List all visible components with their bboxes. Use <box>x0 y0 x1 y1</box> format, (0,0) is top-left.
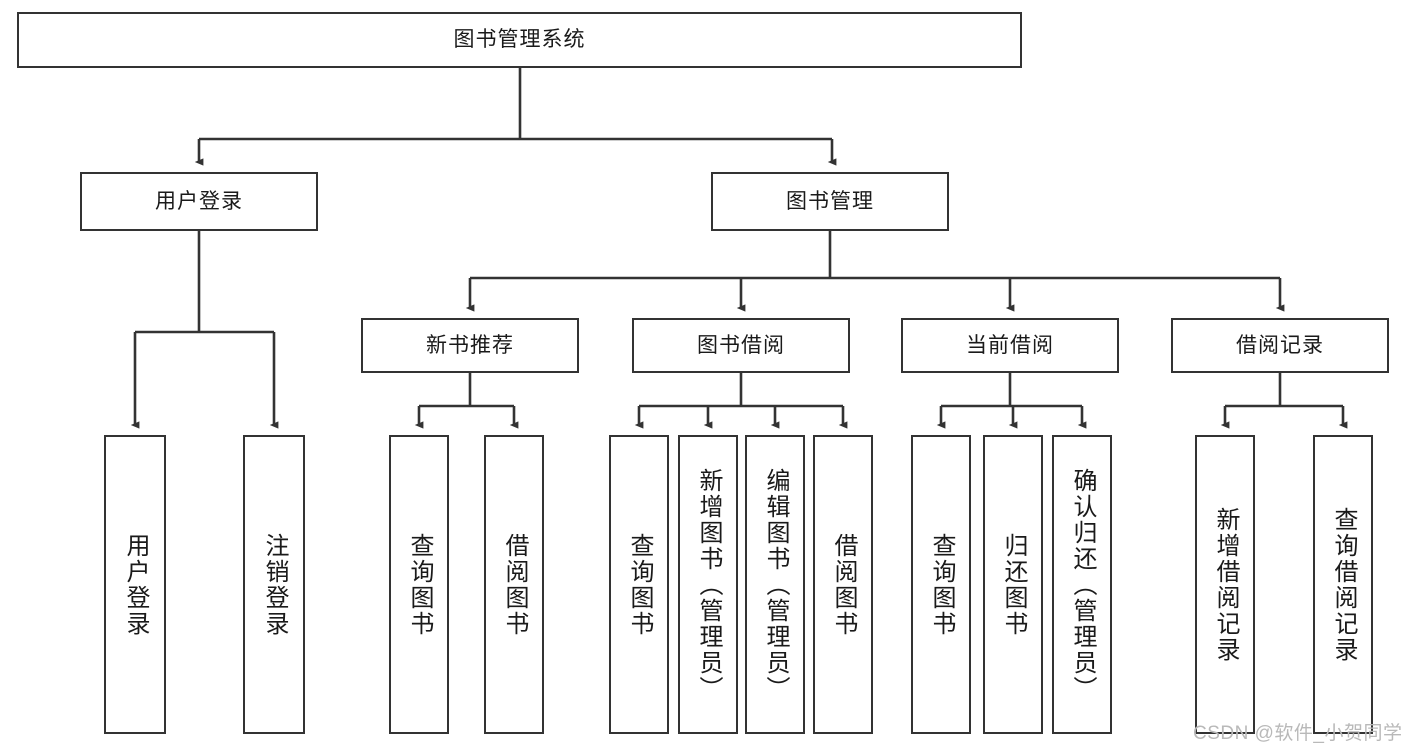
node-current-borrow-label: 当前借阅 <box>966 333 1054 357</box>
node-borrow-record[interactable]: 借阅记录 <box>1171 318 1389 373</box>
node-leaf-borrow-book-new-label: 借阅图书 <box>501 532 528 637</box>
node-leaf-query-book-current-label: 查询图书 <box>928 532 955 637</box>
node-leaf-edit-book-label: 编辑图书（管理员） <box>762 467 789 702</box>
node-leaf-confirm-return-label: 确认归还（管理员） <box>1069 467 1096 702</box>
node-leaf-borrow-book-new[interactable]: 借阅图书 <box>484 435 544 734</box>
node-book-manage-label: 图书管理 <box>786 189 874 213</box>
node-leaf-borrow-book[interactable]: 借阅图书 <box>813 435 873 734</box>
node-borrow-record-label: 借阅记录 <box>1236 333 1324 357</box>
node-leaf-confirm-return[interactable]: 确认归还（管理员） <box>1052 435 1112 734</box>
node-leaf-query-record[interactable]: 查询借阅记录 <box>1313 435 1373 734</box>
node-current-borrow[interactable]: 当前借阅 <box>901 318 1119 373</box>
node-leaf-user-logout[interactable]: 注销登录 <box>243 435 305 734</box>
node-leaf-borrow-book-label: 借阅图书 <box>830 532 857 637</box>
node-user-login-label: 用户登录 <box>155 189 243 213</box>
node-new-book-recommend[interactable]: 新书推荐 <box>361 318 579 373</box>
node-leaf-edit-book[interactable]: 编辑图书（管理员） <box>745 435 805 734</box>
node-leaf-query-book-new[interactable]: 查询图书 <box>389 435 449 734</box>
node-leaf-user-login[interactable]: 用户登录 <box>104 435 166 734</box>
csdn-watermark: CSDN @软件_小贺同学 <box>1193 723 1403 744</box>
node-leaf-query-book-new-label: 查询图书 <box>406 532 433 637</box>
node-root-label: 图书管理系统 <box>453 28 586 52</box>
node-leaf-user-login-label: 用户登录 <box>122 532 149 637</box>
node-book-manage[interactable]: 图书管理 <box>711 172 949 231</box>
node-leaf-query-book-borrow[interactable]: 查询图书 <box>609 435 669 734</box>
node-leaf-add-book[interactable]: 新增图书（管理员） <box>678 435 738 734</box>
node-root[interactable]: 图书管理系统 <box>17 12 1022 68</box>
node-leaf-return-book[interactable]: 归还图书 <box>983 435 1043 734</box>
node-leaf-add-record-label: 新增借阅记录 <box>1212 506 1239 663</box>
node-user-login[interactable]: 用户登录 <box>80 172 318 231</box>
node-new-book-recommend-label: 新书推荐 <box>426 333 514 357</box>
node-leaf-query-book-current[interactable]: 查询图书 <box>911 435 971 734</box>
node-leaf-return-book-label: 归还图书 <box>1000 532 1027 637</box>
node-book-borrow[interactable]: 图书借阅 <box>632 318 850 373</box>
node-leaf-query-book-borrow-label: 查询图书 <box>626 532 653 637</box>
node-leaf-add-record[interactable]: 新增借阅记录 <box>1195 435 1255 734</box>
node-leaf-query-record-label: 查询借阅记录 <box>1330 506 1357 663</box>
node-leaf-add-book-label: 新增图书（管理员） <box>695 467 722 702</box>
node-leaf-user-logout-label: 注销登录 <box>261 532 288 637</box>
node-book-borrow-label: 图书借阅 <box>697 333 785 357</box>
